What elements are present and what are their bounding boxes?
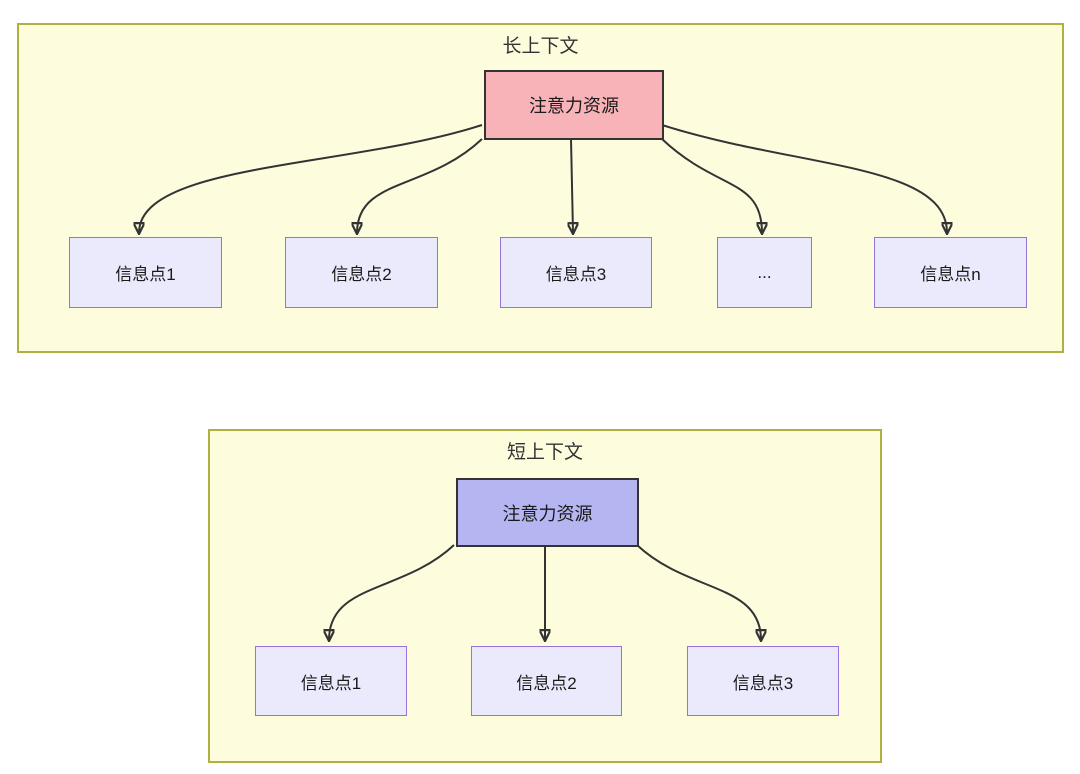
- info-box-long-2: 信息点2: [285, 237, 438, 308]
- info-box-long-1-label: 信息点1: [115, 265, 176, 284]
- info-box-short-1: 信息点1: [255, 646, 407, 716]
- arrow-long-to-info3: [571, 138, 573, 233]
- panel-long-context-title: 长上下文: [502, 36, 579, 57]
- info-box-long-3-label: 信息点3: [545, 265, 607, 284]
- long-attention-box: 注意力资源: [484, 70, 664, 140]
- info-box-long-3: 信息点3: [500, 237, 652, 308]
- info-box-long-dots: ...: [717, 237, 812, 308]
- long-attention-label: 注意力资源: [529, 96, 619, 116]
- info-box-long-dots-label: ...: [757, 262, 772, 282]
- arrow-short-to-info1: [329, 544, 455, 640]
- info-box-short-2: 信息点2: [471, 646, 622, 716]
- short-attention-label: 注意力资源: [502, 503, 593, 524]
- info-box-short-2-label: 信息点2: [516, 673, 577, 693]
- info-box-short-3-label: 信息点3: [732, 673, 794, 693]
- arrow-long-to-info2: [357, 138, 483, 233]
- panel-long-context: 长上下文 注意力资源 信息点1 信息点2 信息点3 ...: [17, 23, 1064, 353]
- arrow-long-to-info-dots: [661, 138, 762, 233]
- info-box-long-1: 信息点1: [69, 237, 222, 308]
- info-box-long-n-label: 信息点n: [920, 265, 981, 284]
- arrow-short-to-info3: [636, 544, 761, 640]
- info-box-long-n: 信息点n: [874, 237, 1027, 308]
- info-box-short-1-label: 信息点1: [300, 673, 362, 693]
- short-attention-box: 注意力资源: [456, 478, 639, 547]
- arrow-long-to-info-n: [661, 124, 947, 233]
- info-box-long-2-label: 信息点2: [331, 265, 392, 284]
- panel-short-context: 短上下文 注意力资源 信息点1 信息点2 信息点3: [208, 429, 882, 763]
- panel-short-context-title: 短上下文: [506, 442, 583, 463]
- info-box-short-3: 信息点3: [687, 646, 839, 716]
- arrow-long-to-info1: [139, 124, 483, 233]
